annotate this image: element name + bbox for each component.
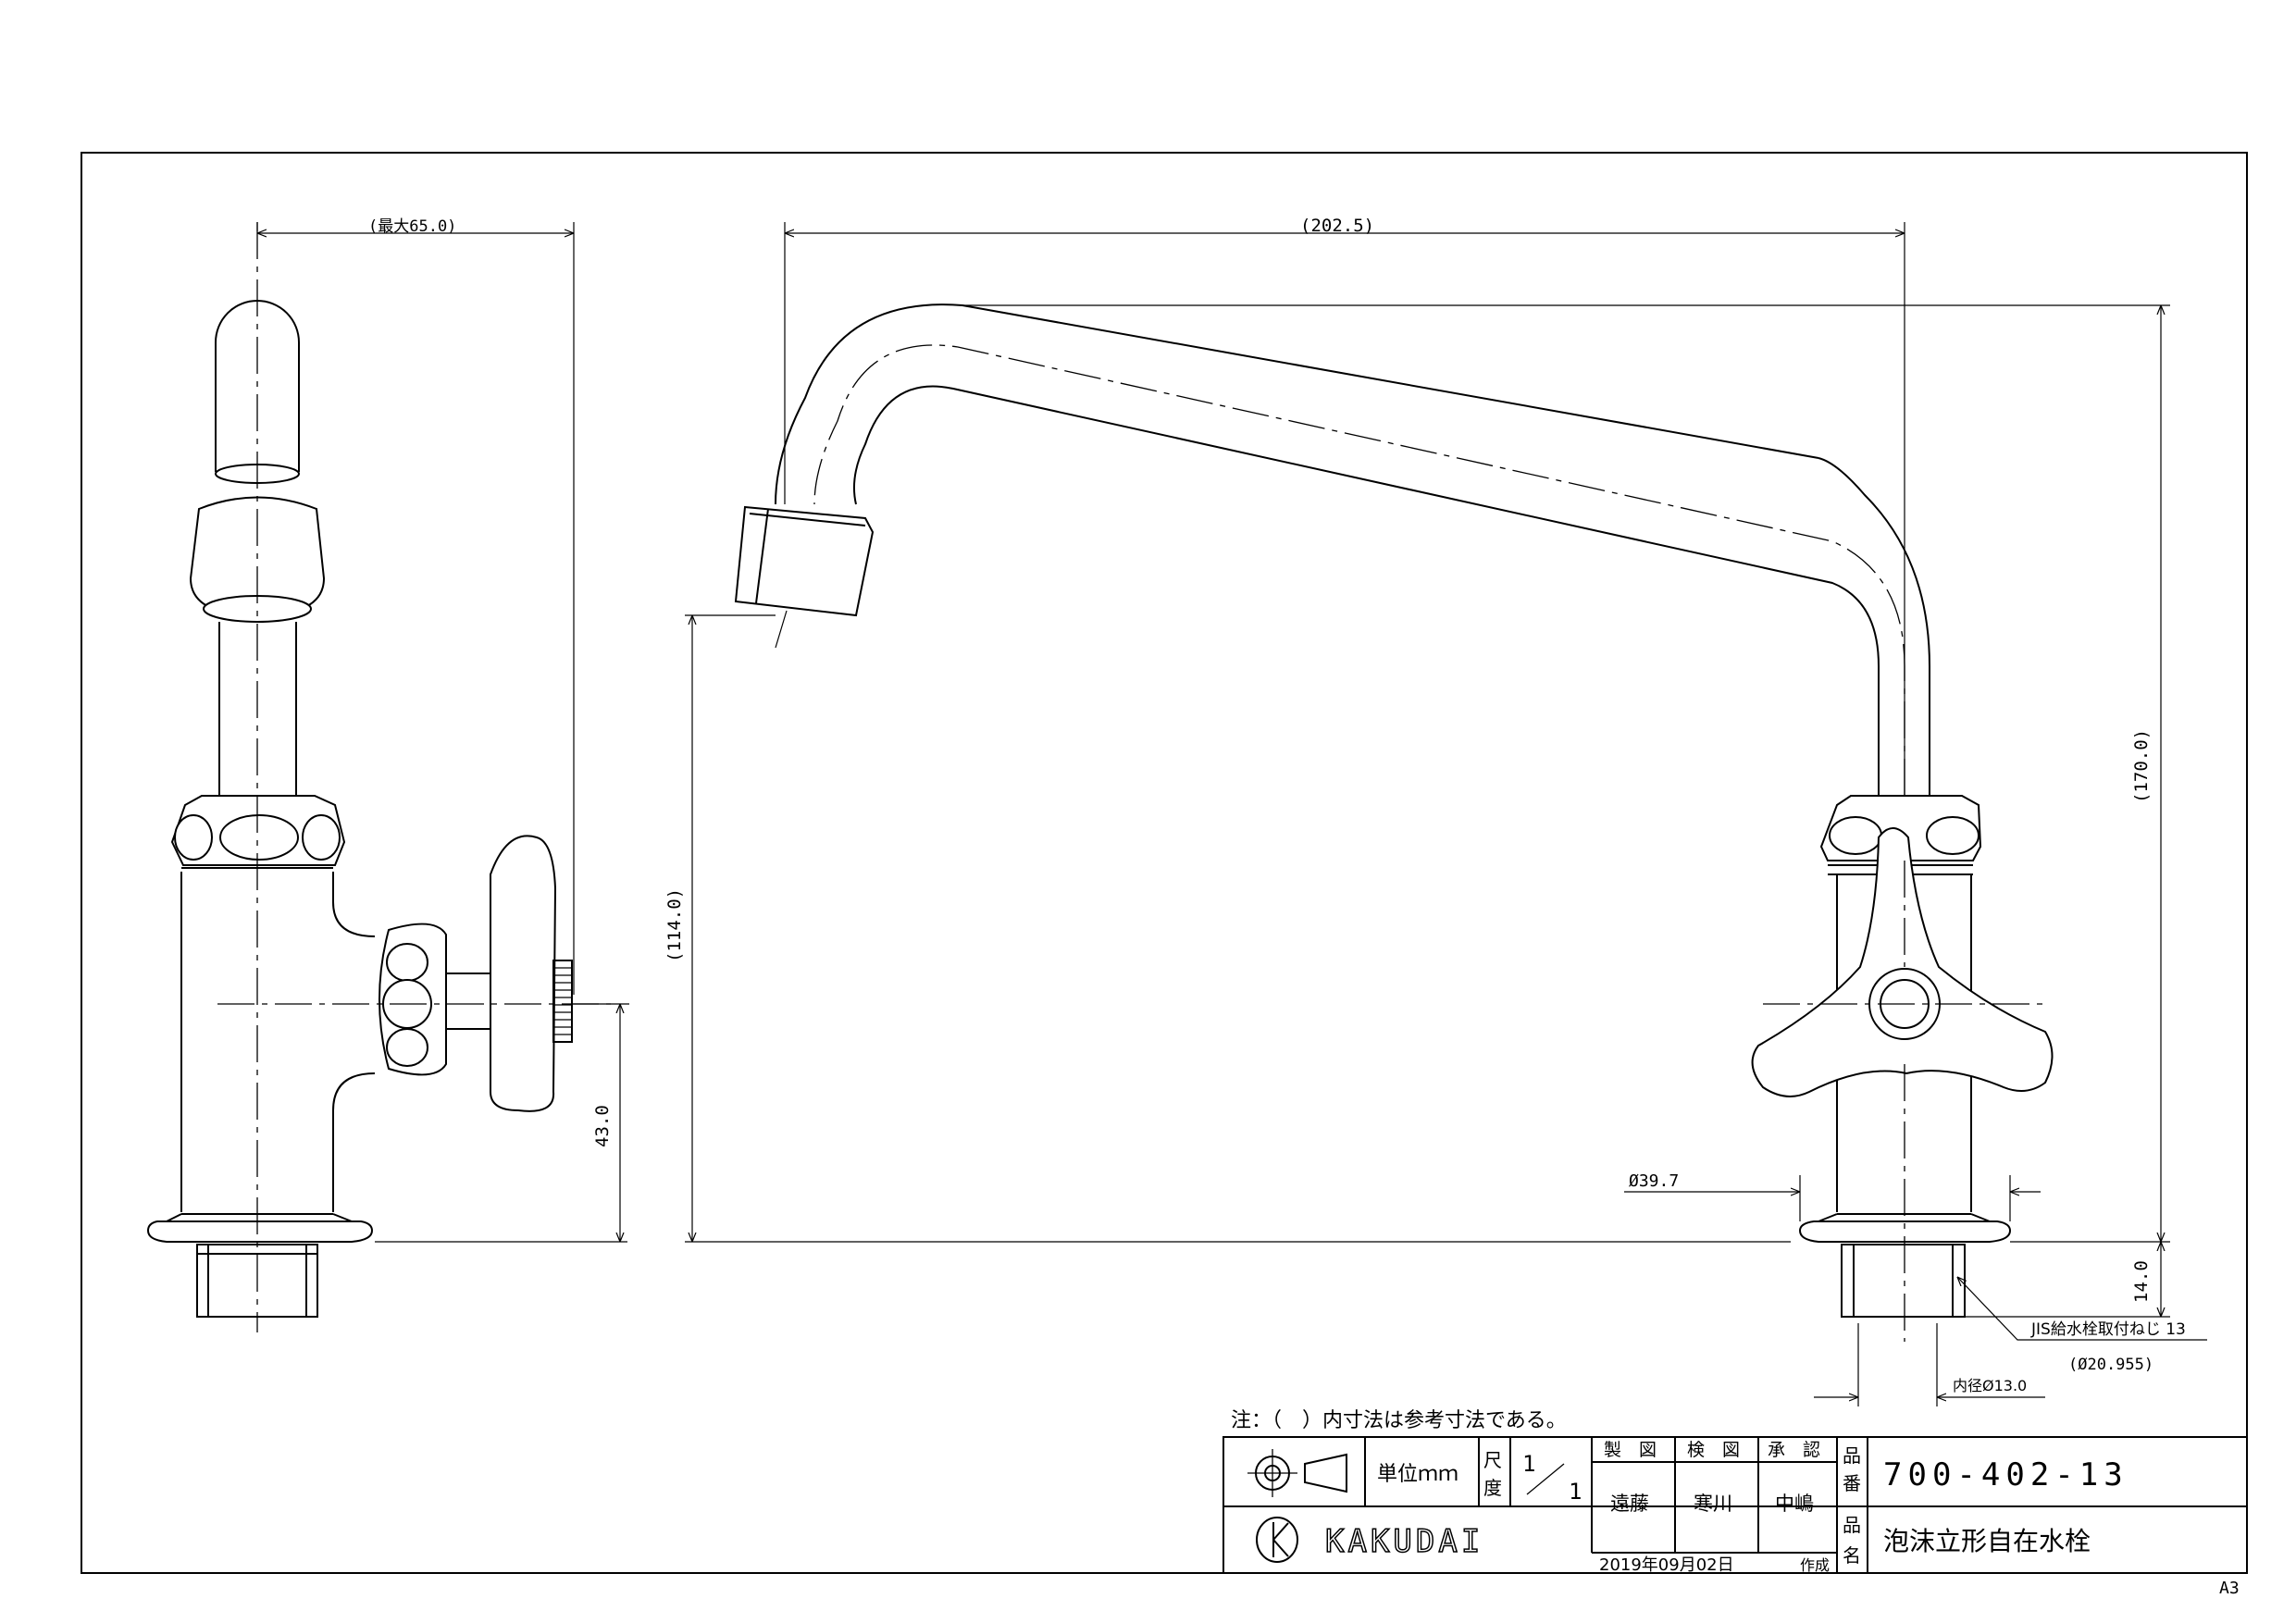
drawn-label: 製 図 (1604, 1440, 1657, 1460)
unit-label: 単位ｍｍ (1377, 1463, 1458, 1486)
dim-spout-reach: (202.5) (1300, 216, 1374, 236)
scale-slash (1526, 1463, 1565, 1495)
dim-max-width: (最大65.0) (368, 217, 456, 236)
scale-label-bottom: 度 (1483, 1477, 1502, 1499)
front-view (734, 304, 2054, 1342)
company-name: KAKUDAI (1325, 1523, 1483, 1560)
side-view (146, 222, 611, 1332)
scale-numerator: 1 (1522, 1451, 1535, 1477)
created-date: 2019年09月02日 (1599, 1555, 1734, 1575)
dimension-labels: (最大65.0) (202.5) (170.0) (114.0) 43.0 14… (368, 216, 2186, 1394)
dim-total-height: (170.0) (2131, 729, 2152, 803)
name-label-1: 品 (1843, 1514, 1861, 1536)
dim-base-dia: Ø39.7 (1629, 1171, 1679, 1191)
drawn-by: 遠藤 (1610, 1493, 1649, 1515)
projection-symbol-icon (1247, 1449, 1347, 1497)
approved-label: 承 認 (1768, 1440, 1820, 1460)
reference-note: 注：（ ）内寸法は参考寸法である。 (1231, 1409, 1567, 1432)
title-block: 単位ｍｍ 尺 度 1 1 製 図 検 図 承 認 遠藤 寒川 中嶋 KAKUDA… (1222, 1436, 2248, 1575)
part-no-label-2: 番 (1843, 1472, 1861, 1494)
dim-thread-spec: JIS給水栓取付ねじ 13 (2030, 1320, 2186, 1339)
checked-label: 検 図 (1687, 1440, 1740, 1460)
dimension-lines (256, 222, 2207, 1406)
scale-label-top: 尺 (1483, 1449, 1502, 1471)
drawing-border (81, 152, 2248, 1574)
approved-by: 中嶋 (1775, 1493, 1814, 1515)
checked-by: 寒川 (1694, 1493, 1732, 1515)
part-no-label-1: 品 (1843, 1444, 1861, 1467)
dim-inner-dia: 内径Ø13.0 (1953, 1377, 2027, 1394)
name-label-2: 名 (1843, 1544, 1861, 1567)
dim-spout-height: (114.0) (664, 888, 685, 962)
scale-denominator: 1 (1569, 1479, 1582, 1505)
dim-thread-dia: (Ø20.955) (2068, 1356, 2153, 1374)
dim-handle-height: 43.0 (592, 1105, 613, 1147)
product-name: 泡沫立形自在水栓 (1883, 1526, 2091, 1556)
part-number: 700-402-13 (1883, 1456, 2128, 1493)
sheet-size: A3 (2219, 1579, 2240, 1598)
dim-thread-length: 14.0 (2131, 1260, 2152, 1303)
created-label: 作成 (1800, 1556, 1830, 1574)
company-logo: KAKUDAI (1256, 1517, 1483, 1563)
